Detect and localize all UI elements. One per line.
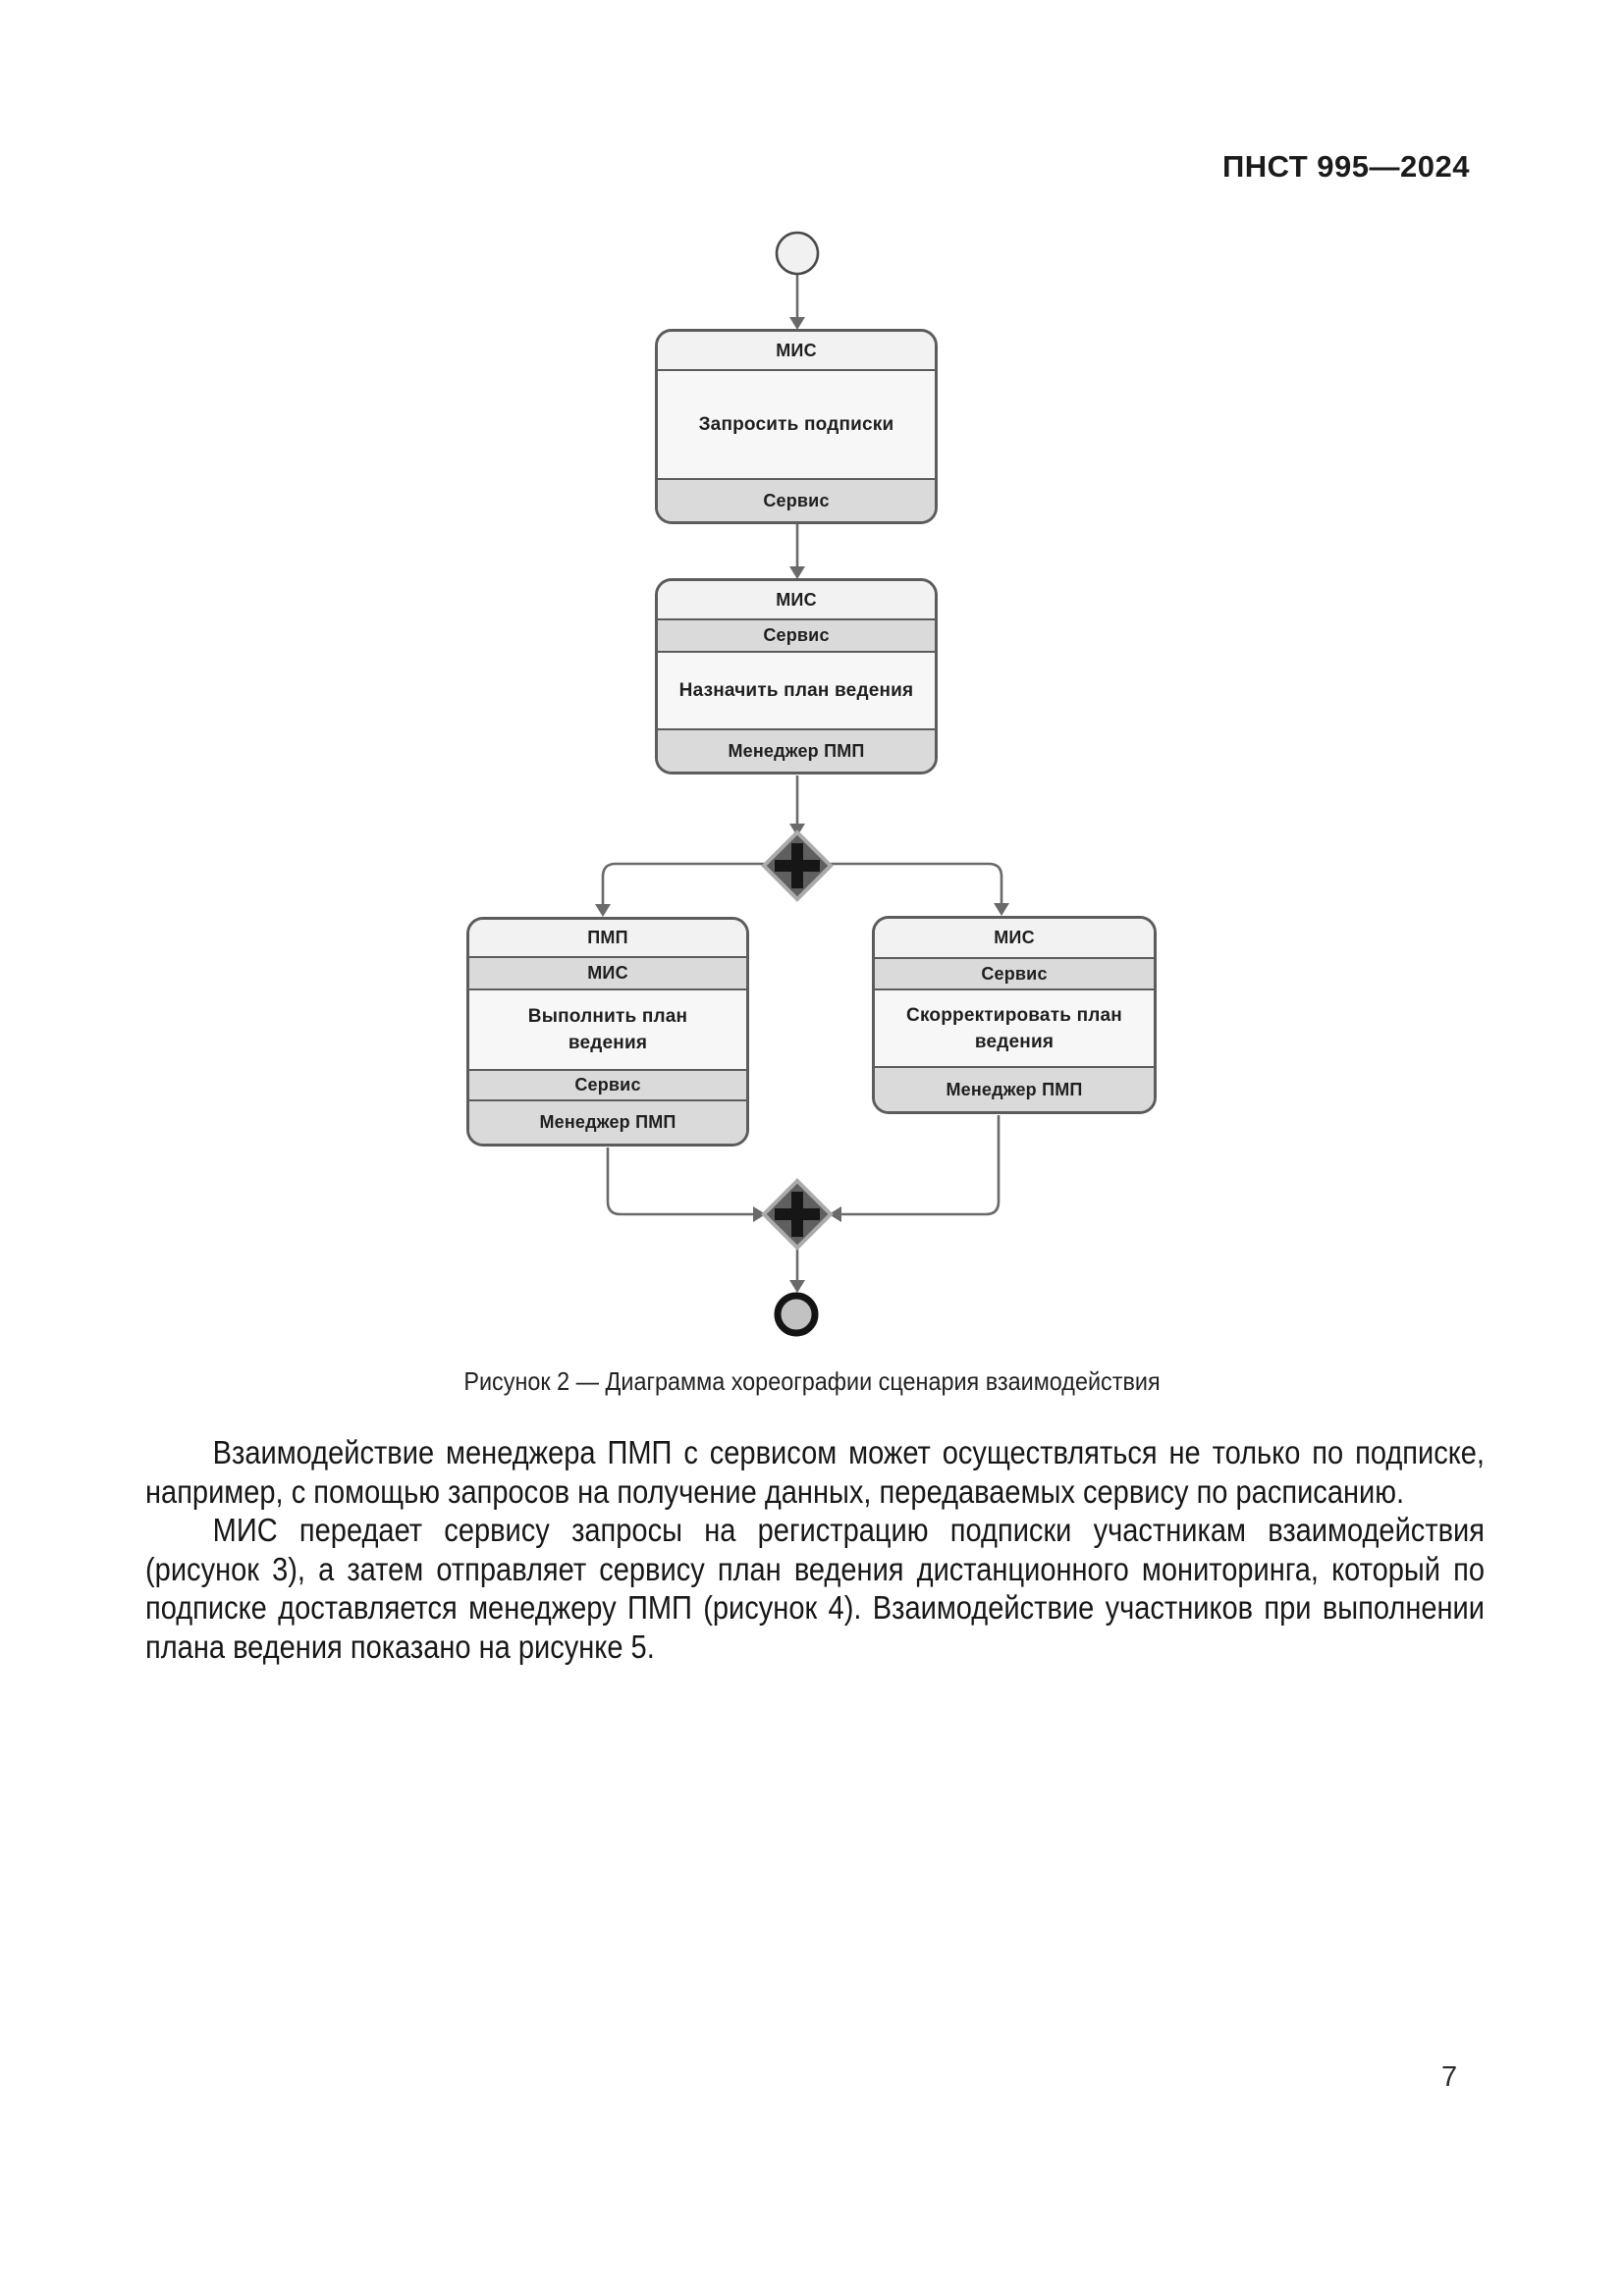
participant-band-service: Сервис xyxy=(658,618,935,651)
participant-band-mis: МИС xyxy=(469,956,746,988)
choreography-diagram: МИС Запросить подписки Сервис МИС Сервис… xyxy=(463,231,1161,1396)
participant-band-bottom: Менеджер ПМП xyxy=(469,1099,746,1144)
end-event-icon xyxy=(774,1292,819,1337)
paragraph: МИС передает сервису запросы на регистра… xyxy=(145,1512,1485,1665)
paragraph: Взаимодействие менеджера ПМП с сервисом … xyxy=(145,1434,1485,1510)
task-request-subscriptions: МИС Запросить подписки Сервис xyxy=(655,329,938,524)
document-header: ПНСТ 995—2024 xyxy=(1221,149,1470,184)
participant-band-service: Сервис xyxy=(469,1069,746,1099)
participant-band-bottom: Менеджер ПМП xyxy=(658,728,935,772)
participant-band-top: МИС xyxy=(658,581,935,618)
page-number: 7 xyxy=(1441,2061,1458,2093)
task-name: Выполнить план ведения xyxy=(469,988,746,1069)
diagram-connectors xyxy=(595,231,1009,1337)
task-assign-plan: МИС Сервис Назначить план ведения Менедж… xyxy=(655,578,938,774)
participant-band-service: Сервис xyxy=(875,957,1154,988)
start-event-icon xyxy=(775,231,820,276)
participant-band-top: МИС xyxy=(875,919,1154,957)
participant-band-top: МИС xyxy=(658,332,935,369)
task-name: Назначить план ведения xyxy=(658,651,935,728)
participant-band-top: ПМП xyxy=(469,920,746,956)
parallel-gateway-join-icon xyxy=(761,1178,834,1251)
body-text: Взаимодействие менеджера ПМП с сервисом … xyxy=(145,1433,1485,1666)
figure-caption: Рисунок 2 — Диаграмма хореографии сценар… xyxy=(463,1366,1161,1396)
participant-band-bottom: Сервис xyxy=(658,478,935,521)
task-name: Запросить подписки xyxy=(658,369,935,478)
task-execute-plan: ПМП МИС Выполнить план ведения Сервис Ме… xyxy=(466,917,749,1147)
task-name: Скорректировать план ведения xyxy=(875,988,1154,1066)
participant-band-bottom: Менеджер ПМП xyxy=(875,1066,1154,1111)
task-adjust-plan: МИС Сервис Скорректировать план ведения … xyxy=(872,916,1157,1114)
parallel-gateway-split-icon xyxy=(761,829,834,902)
